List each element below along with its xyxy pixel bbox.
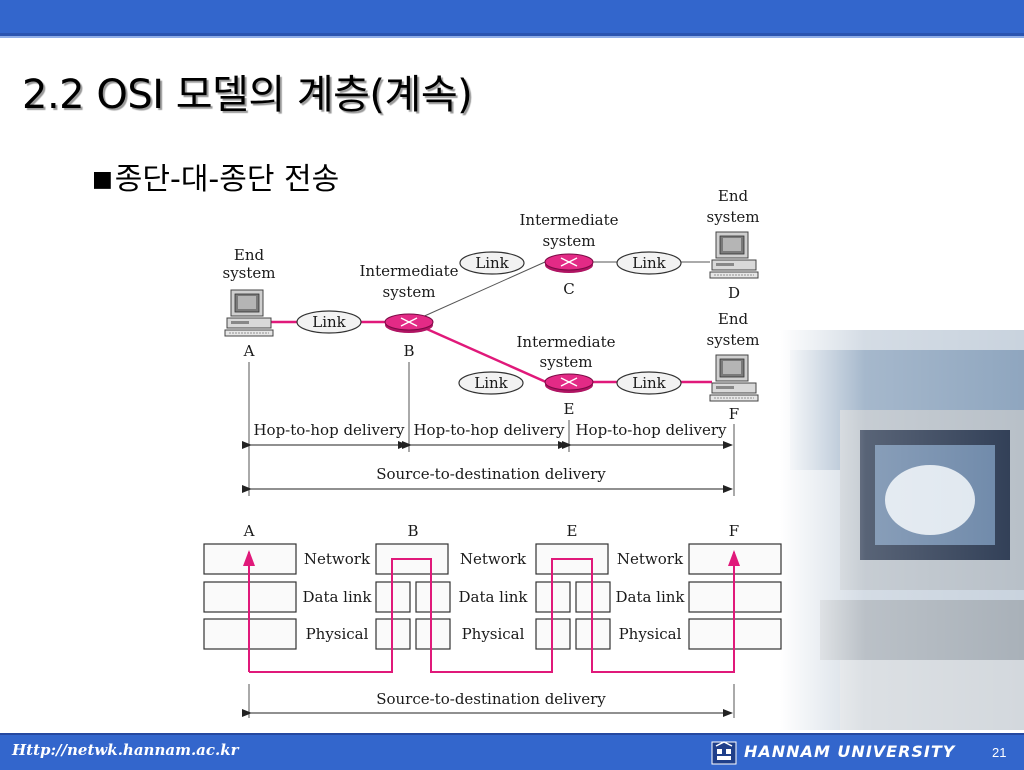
layer-label-network-2: Network [460,550,527,568]
footer-university-name: HANNAM UNIVERSITY [744,742,956,761]
layer-label-network-3: Network [617,550,684,568]
link-c-d [616,251,682,275]
link-a-b [296,310,362,334]
stack-label-a: A [243,522,255,540]
router-icon-e [544,373,594,394]
layer-label-network-1: Network [304,550,371,568]
label-end-system-a-1: End [234,246,265,264]
computer-icon-f [709,354,759,402]
label-end-system-d-2: system [707,208,760,226]
bullet-text: 종단-대-종단 전송 [114,162,340,197]
top-divider [0,36,1024,38]
hop-label-1: Hop-to-hop delivery [253,421,405,439]
node-label-f: F [729,405,739,423]
link-b-e [458,371,524,395]
connection-b-c [419,261,546,319]
page-number: 21 [992,745,1007,760]
stack-label-e: E [567,522,578,540]
label-end-system-a-2: system [223,264,276,282]
data-path-arrow-a [243,550,255,566]
label-end-system-f-1: End [718,310,749,328]
footer-url: Http://netwk.hannam.ac.kr [12,741,239,759]
bullet-square-icon: ■ [92,167,113,192]
layer-label-datalink-3: Data link [615,588,685,606]
node-label-c: C [563,280,574,298]
node-label-b: B [403,342,414,360]
label-end-system-f-2: system [707,331,760,349]
layer-label-physical-1: Physical [306,625,369,643]
layer-label-physical-2: Physical [462,625,525,643]
data-path-arrow-f [728,550,740,566]
layer-label-datalink-1: Data link [302,588,372,606]
link-label-b-c: Link [475,254,509,272]
link-label-c-d: Link [632,254,666,272]
link-label-e-f: Link [632,374,666,392]
university-logo-icon [711,741,737,765]
link-label-b-e: Link [474,374,508,392]
label-intermediate-b-1: Intermediate [359,262,458,280]
label-intermediate-c-1: Intermediate [519,211,618,229]
hop-label-3: Hop-to-hop delivery [575,421,727,439]
router-icon-b [384,313,434,334]
computer-icon-d [709,231,759,279]
source-destination-label-top: Source-to-destination delivery [376,465,606,483]
source-destination-label-bottom: Source-to-destination delivery [376,690,606,708]
stack-label-f: F [729,522,739,540]
data-path [248,552,735,673]
bullet-item: ■종단-대-종단 전송 [92,154,339,198]
link-e-f [616,371,682,395]
label-intermediate-e-1: Intermediate [516,333,615,351]
footer-bar [0,733,1024,770]
label-intermediate-e-2: system [540,353,593,371]
label-end-system-d-1: End [718,187,749,205]
top-banner [0,0,1024,36]
link-label-a-b: Link [312,313,346,331]
label-intermediate-b-2: system [383,283,436,301]
layer-label-physical-3: Physical [619,625,682,643]
node-label-a: A [243,342,255,360]
router-icon-c [544,253,594,274]
hop-label-2: Hop-to-hop delivery [413,421,565,439]
label-intermediate-c-2: system [543,232,596,250]
connection-b-e [419,324,547,384]
stack-label-b: B [407,522,418,540]
node-label-e: E [564,400,575,418]
link-b-c [459,251,525,275]
background-computer-photo [780,330,1024,730]
computer-icon-a [224,289,274,337]
slide-title: 2.2 OSI 모델의 계층(계속) [22,72,473,118]
node-label-d: D [728,284,740,302]
layer-label-datalink-2: Data link [458,588,528,606]
